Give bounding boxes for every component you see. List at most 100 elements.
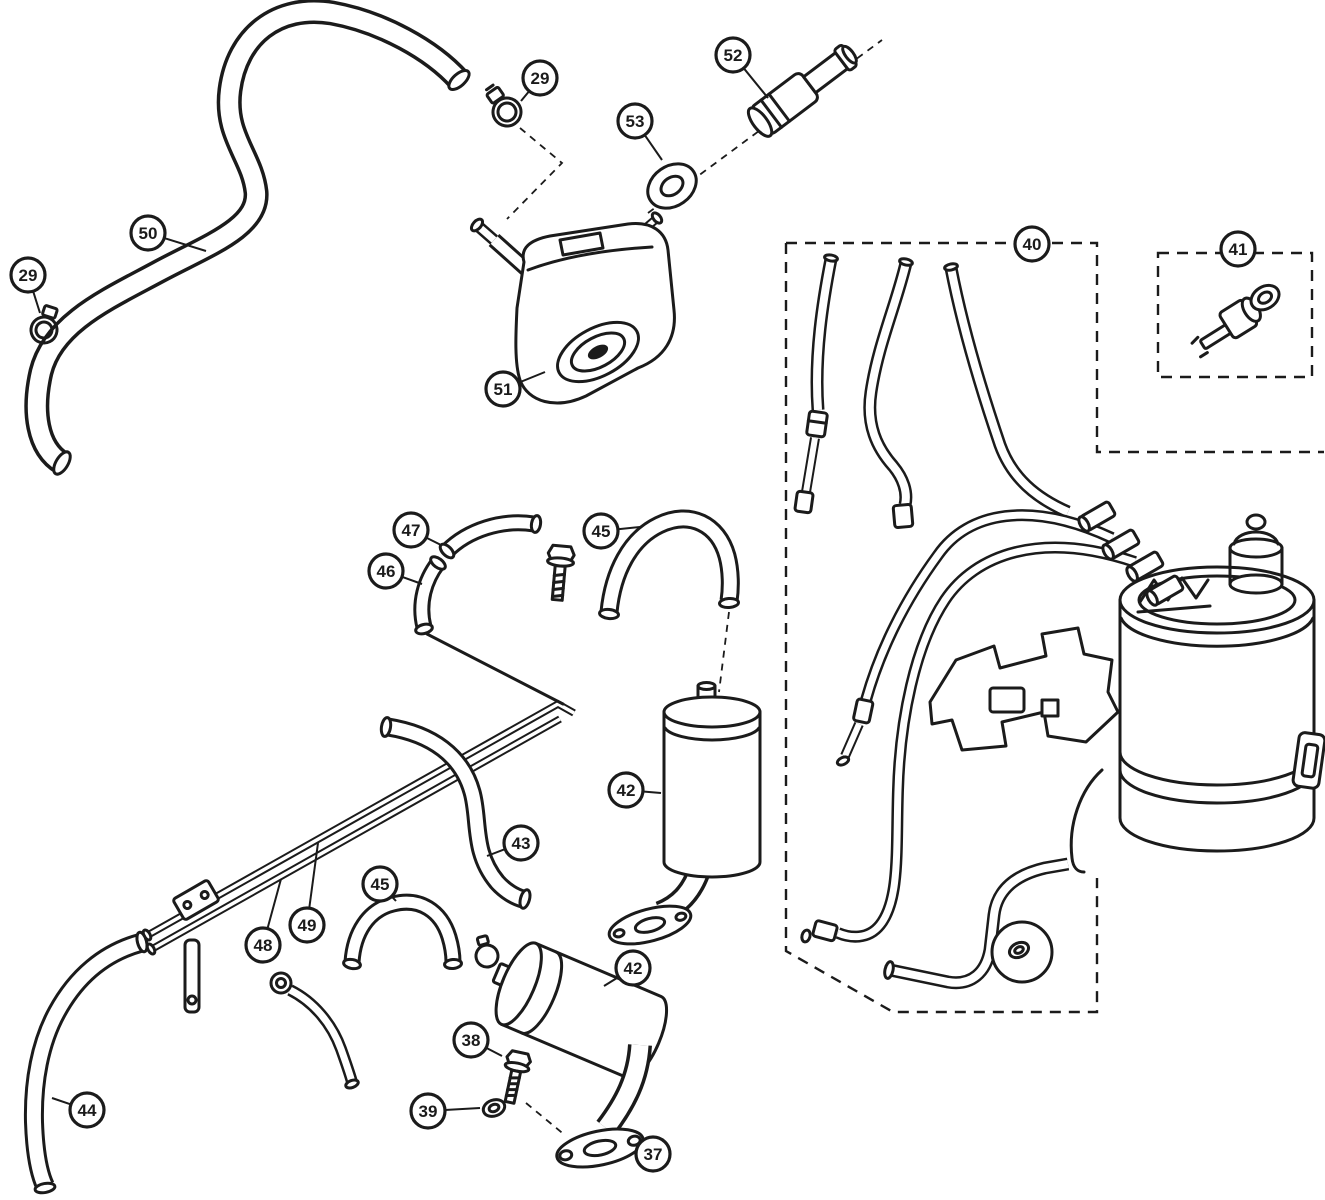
callout-43-12: 43 [486,824,540,862]
callout-number: 41 [1229,240,1248,259]
callout-number: 49 [298,916,317,935]
callout-leader-line [642,790,662,794]
callout-number: 53 [626,112,645,131]
hose-45-upper [598,509,740,621]
callout-circle [367,552,405,590]
enclosure-hoses [793,253,1137,990]
callout-circle [1219,230,1257,268]
callout-leader-line [308,842,319,909]
callout-circle [392,511,430,549]
bolt-38 [503,1049,532,1105]
callout-leader-line [643,134,663,161]
callout-number: 42 [624,959,643,978]
callout-number: 45 [592,522,611,541]
canister-42-upper [607,681,762,946]
grommet-53 [646,162,698,210]
callout-37-20: 37 [634,1135,672,1173]
strap-buckle [1291,731,1325,790]
grommet-detail-bubble [990,920,1054,984]
valve-51 [469,211,676,405]
callout-circle [502,824,540,862]
callout-circle [409,1092,447,1130]
clamp-29-top-position-line [506,127,564,220]
callout-circle [582,512,620,550]
connector-52 [746,44,858,138]
callout-leader-line [266,878,282,929]
callout-leader-line [32,290,41,314]
callout-number: 29 [19,266,38,285]
connector-tube-cluster [1077,500,1185,607]
callout-38-17: 38 [452,1021,503,1059]
vapor-canister-large [1069,513,1325,874]
callout-leader-line [742,67,769,99]
callout-leader-line [617,526,641,531]
bracket-bolt [546,543,576,602]
hose-43 [379,716,532,910]
callout-number: 37 [644,1145,663,1164]
callout-number: 43 [512,834,531,853]
pipe-bracket-strip [183,938,201,1014]
callout-52-1: 52 [714,36,769,99]
callout-leader-line [603,976,620,987]
callout-leader-line [444,1107,481,1112]
callout-49-14: 49 [288,842,326,944]
callout-42-16: 42 [603,949,652,987]
callout-leader-line [163,237,207,252]
canister-cap [1228,513,1284,595]
washer-39 [481,1098,507,1118]
callout-29-6: 29 [9,256,47,314]
callout-circle [614,949,652,987]
callout-circle [484,370,522,408]
callout-40-4: 40 [1013,225,1051,263]
callout-leader-line [518,371,546,384]
callout-circle [244,926,282,964]
callout-leader-line [485,1046,503,1057]
callout-number: 46 [377,562,396,581]
pipe-assembly-48-49 [141,699,576,1014]
callout-circle [129,214,167,252]
callout-circle [616,102,654,140]
callout-number: 39 [419,1102,438,1121]
mounting-bracket [928,626,1120,752]
callout-53-2: 53 [616,102,663,161]
callout-50-3: 50 [129,214,207,252]
pipe-link-line [425,632,565,706]
callout-45-9: 45 [582,512,641,550]
callout-46-10: 46 [367,552,423,590]
callout-circle [521,59,559,97]
callout-circle [68,1091,106,1129]
callout-41-5: 41 [1219,230,1257,268]
hose-44 [23,930,149,1195]
callout-number: 52 [724,46,743,65]
hose-clamp-29-top [485,83,523,128]
canister-42-lower [494,941,669,1169]
callout-39-18: 39 [409,1092,481,1130]
callout-leader-line [425,536,442,546]
callout-number: 40 [1023,235,1042,254]
callout-number: 45 [371,875,390,894]
flange-upper [607,904,693,946]
callout-number: 38 [462,1031,481,1050]
callout-number: 48 [254,936,273,955]
hose-50 [24,0,471,476]
callout-leader-line [520,90,530,102]
callout-number: 29 [531,69,550,88]
callout-number: 44 [78,1101,97,1120]
callout-circle [361,865,399,903]
canister-strap [1069,731,1325,874]
hose-47 [438,514,543,560]
callout-leader-line [401,575,423,585]
hose-clamp-small [474,934,500,969]
callout-number: 51 [494,380,513,399]
hose-45-position-line [718,611,730,693]
callout-circle [9,256,47,294]
callout-circle [714,36,752,74]
short-hose-with-ring [269,971,360,1090]
flange-37 [555,1127,645,1169]
callout-47-8: 47 [392,511,442,549]
callout-leader-line [486,848,506,857]
callout-circle [288,906,326,944]
valve-41 [1190,283,1281,359]
